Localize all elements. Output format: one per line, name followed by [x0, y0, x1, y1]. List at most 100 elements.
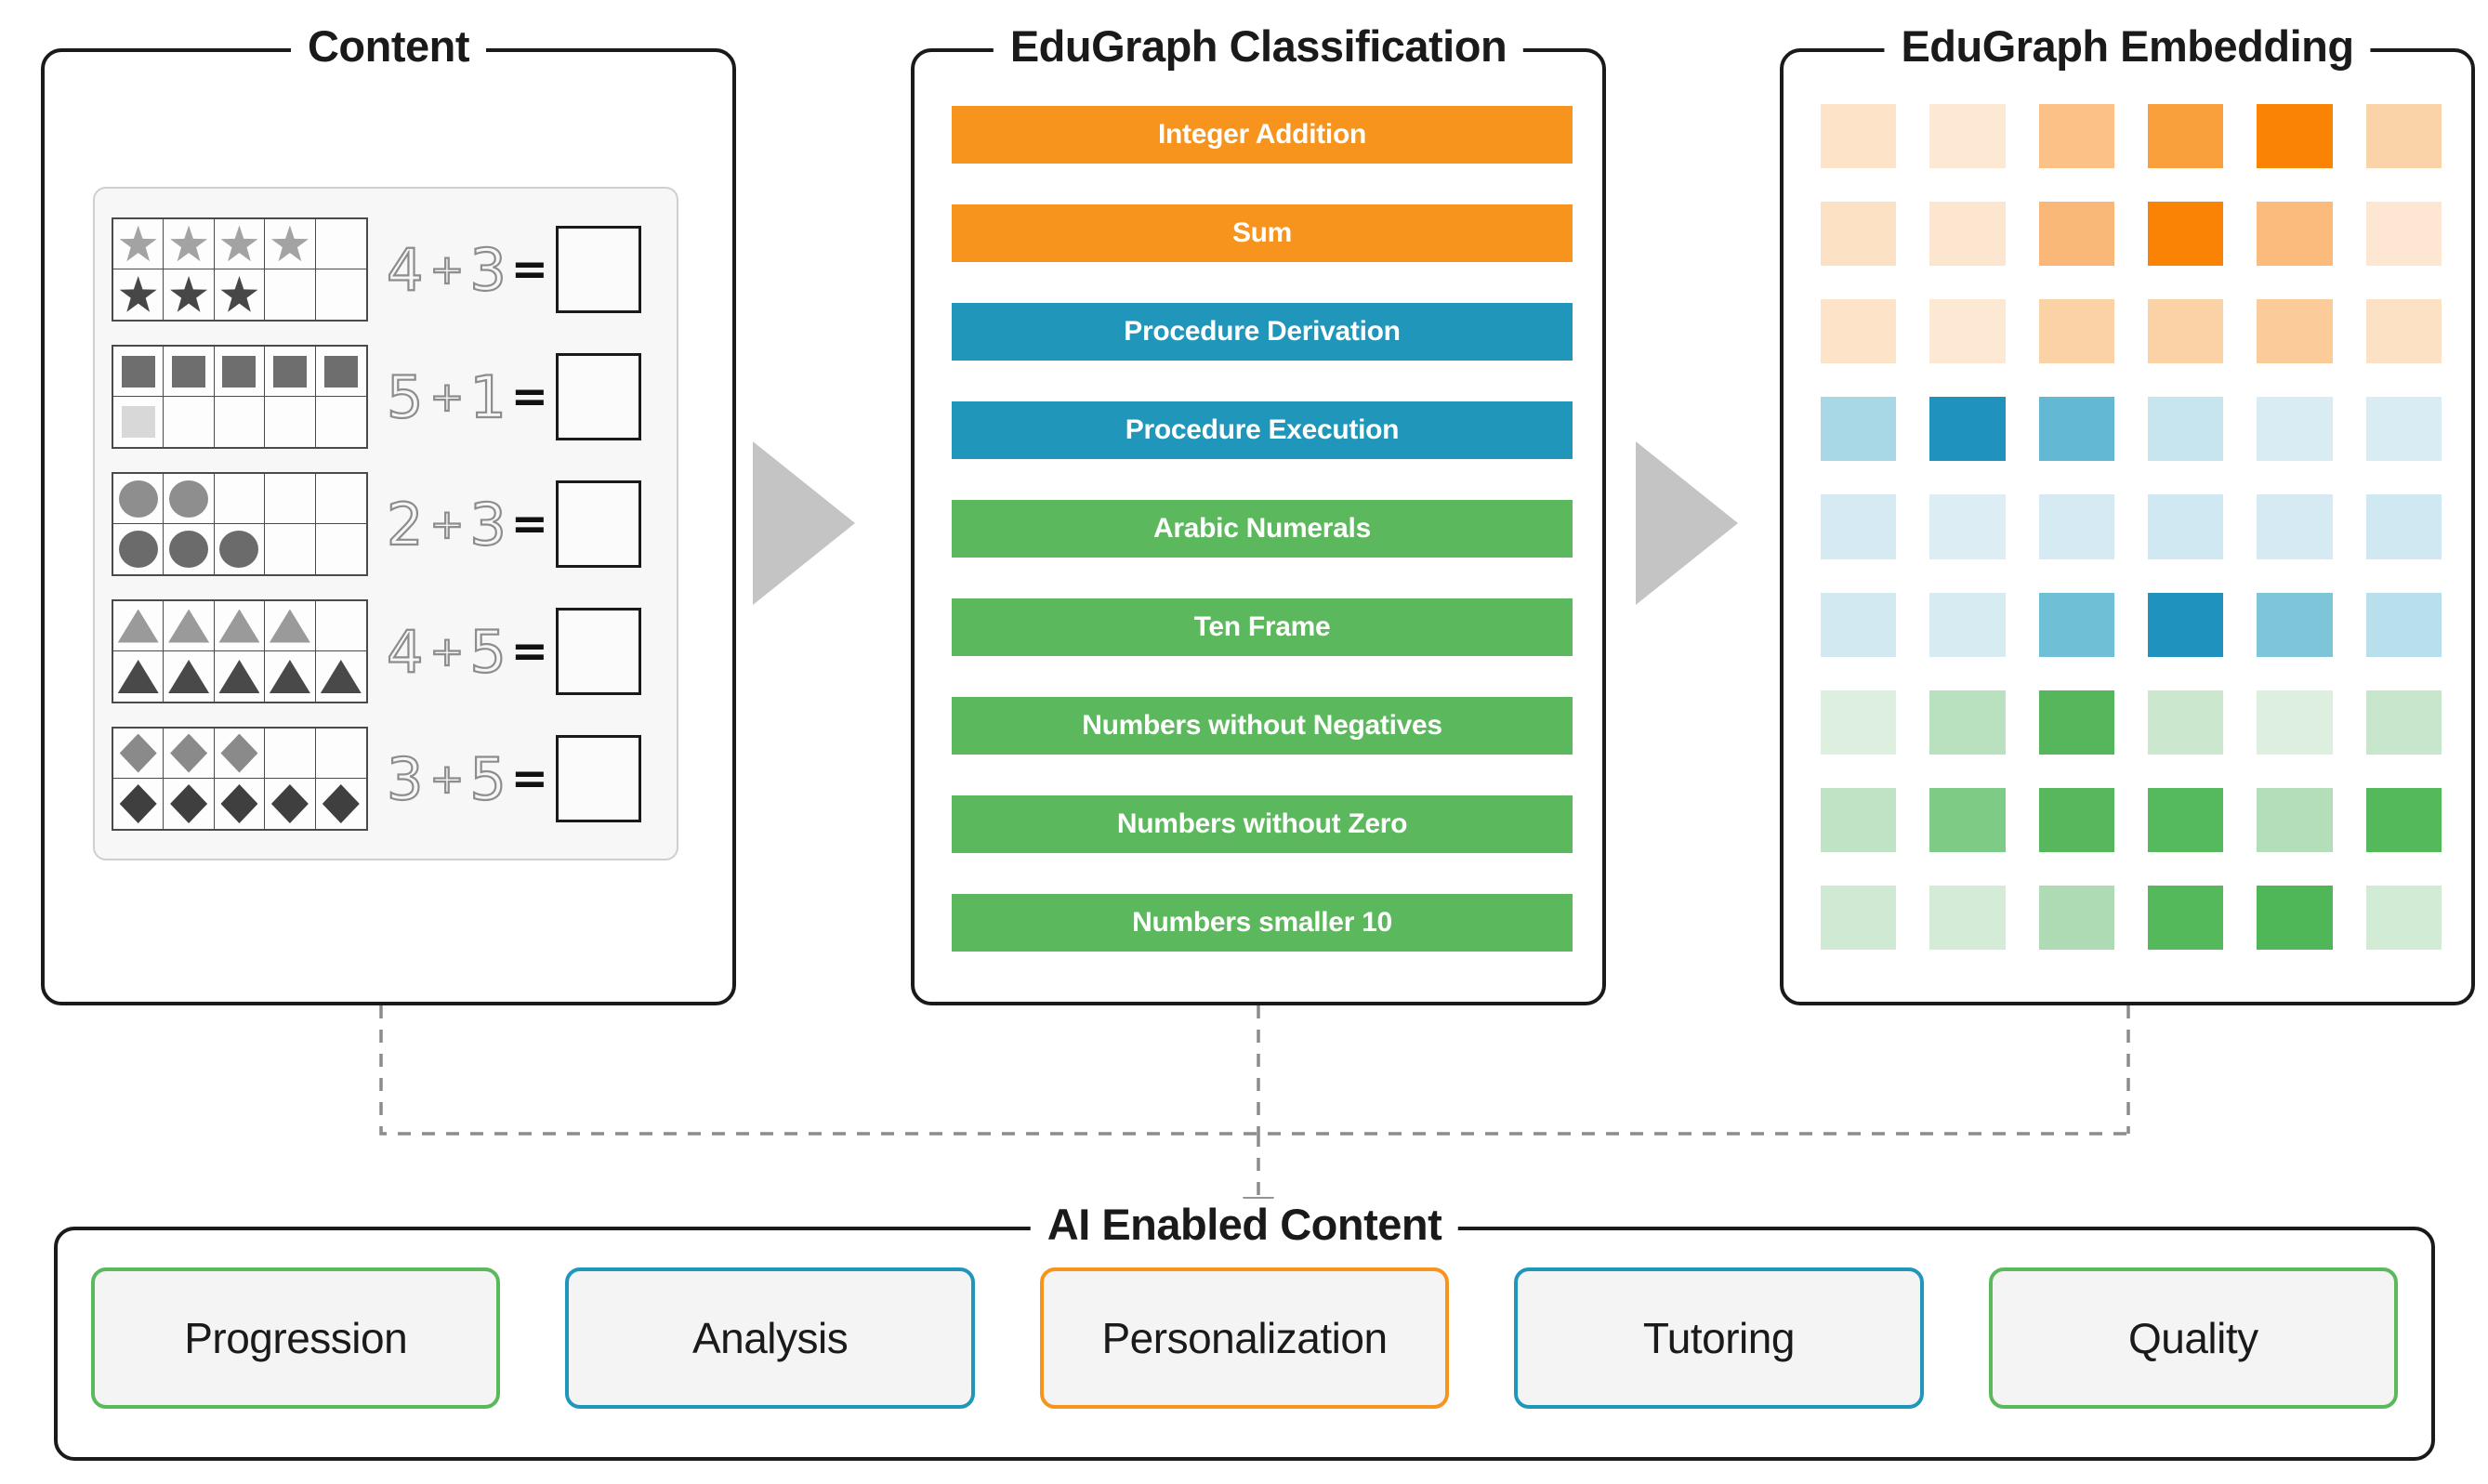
ten-frame-cell [164, 779, 215, 829]
classification-bar[interactable]: Integer Addition [952, 106, 1573, 164]
ai-capability-card[interactable]: Tutoring [1514, 1267, 1924, 1409]
embedding-cell [1821, 397, 1897, 462]
embedding-cell [2148, 885, 2224, 950]
ten-frame-cell [316, 397, 366, 447]
worksheet-row: 3+5= [112, 716, 660, 841]
embedding-cell [1929, 494, 2006, 559]
ai-capability-card[interactable]: Quality [1988, 1267, 2399, 1409]
embedding-cell [2148, 104, 2224, 169]
embedding-cell [1821, 104, 1897, 169]
star-icon [170, 276, 208, 312]
classification-bar[interactable]: Numbers without Zero [952, 795, 1573, 853]
circle-icon [169, 479, 209, 518]
equation-addend-b: 3 [468, 234, 507, 304]
embedding-cell [2038, 885, 2114, 950]
classification-bar[interactable]: Arabic Numerals [952, 500, 1573, 558]
embedding-cell [2038, 299, 2114, 364]
embedding-cell [2257, 397, 2333, 462]
embedding-heatmap-grid [1821, 104, 2442, 950]
answer-input-box[interactable] [556, 353, 641, 440]
embedding-cell [2148, 202, 2224, 267]
worksheet-row: 4+3= [112, 207, 660, 332]
star-icon [119, 276, 157, 312]
ten-frame-cell [113, 601, 165, 651]
triangle-icon [117, 609, 159, 643]
embedding-cell [1821, 494, 1897, 559]
classification-bar[interactable]: Numbers smaller 10 [952, 894, 1573, 952]
classification-bar[interactable]: Procedure Derivation [952, 303, 1573, 361]
ten-frame-cell [113, 729, 165, 779]
equation-addend-b: 5 [468, 743, 507, 813]
embedding-cell [1821, 299, 1897, 364]
star-icon [220, 276, 258, 312]
square-icon [121, 406, 155, 438]
classification-bar[interactable]: Procedure Execution [952, 401, 1573, 459]
triangle-icon [269, 609, 310, 643]
ten-frame-cell [113, 347, 165, 397]
square-icon [121, 355, 155, 387]
embedding-cell [1929, 397, 2006, 462]
embedding-cell [2148, 689, 2224, 755]
embedding-cell [1929, 689, 2006, 755]
embedding-cell [2365, 202, 2442, 267]
ai-capability-card[interactable]: Personalization [1039, 1267, 1450, 1409]
embedding-cell [2257, 494, 2333, 559]
ten-frame-cell [164, 219, 215, 269]
ten-frame-cell [265, 729, 316, 779]
ten-frame-cell [113, 524, 165, 574]
embedding-cell [2365, 494, 2442, 559]
ten-frame-cell [164, 269, 215, 320]
equation: 4+5= [368, 608, 660, 695]
answer-input-box[interactable] [556, 226, 641, 313]
ten-frame-cell [215, 269, 266, 320]
ten-frame-cell [265, 219, 316, 269]
answer-input-box[interactable] [556, 480, 641, 568]
classification-bar[interactable]: Ten Frame [952, 598, 1573, 656]
equation-addend-a: 4 [386, 616, 425, 686]
ten-frame-cell [164, 651, 215, 702]
embedding-cell [2257, 787, 2333, 852]
square-icon [272, 355, 307, 387]
triangle-icon [117, 660, 159, 693]
embedding-cell [1821, 787, 1897, 852]
ten-frame-cell [214, 601, 266, 651]
triangle-icon [269, 660, 310, 693]
circle-icon [118, 479, 158, 518]
ten-frame [112, 599, 368, 703]
ten-frame-cell [315, 219, 366, 269]
equation-addend-a: 3 [386, 743, 425, 813]
classification-panel-title: EduGraph Classification [993, 20, 1524, 72]
ten-frame-cell [315, 474, 366, 524]
answer-input-box[interactable] [556, 608, 641, 695]
classification-bar[interactable]: Numbers without Negatives [952, 697, 1573, 755]
diamond-icon [220, 733, 258, 773]
embedding-cell [1929, 592, 2006, 657]
ten-frame-cell [214, 474, 266, 524]
classification-bar[interactable]: Sum [952, 204, 1573, 262]
triangle-icon [168, 660, 210, 693]
diamond-icon [119, 733, 157, 773]
ten-frame-cell [164, 524, 215, 574]
embedding-panel-title: EduGraph Embedding [1884, 20, 2371, 72]
triangle-icon [168, 609, 210, 643]
answer-input-box[interactable] [556, 735, 641, 822]
worksheet-row: 5+1= [112, 335, 660, 459]
embedding-cell [1821, 689, 1897, 755]
embedding-cell [2148, 592, 2224, 657]
embedding-cell [2257, 104, 2333, 169]
equals-icon: = [510, 753, 548, 805]
ai-capability-card[interactable]: Analysis [565, 1267, 975, 1409]
diamond-icon [170, 784, 208, 823]
equation-addend-b: 5 [468, 616, 507, 686]
star-icon [119, 225, 157, 262]
embedding-cell [2365, 299, 2442, 364]
plus-icon: + [428, 626, 465, 676]
ten-frame-cell [164, 601, 215, 651]
ten-frame-cell [113, 474, 165, 524]
square-icon [323, 355, 358, 387]
ai-capability-card[interactable]: Progression [91, 1267, 501, 1409]
ten-frame-cell [215, 779, 266, 829]
ten-frame-cell [113, 397, 165, 447]
